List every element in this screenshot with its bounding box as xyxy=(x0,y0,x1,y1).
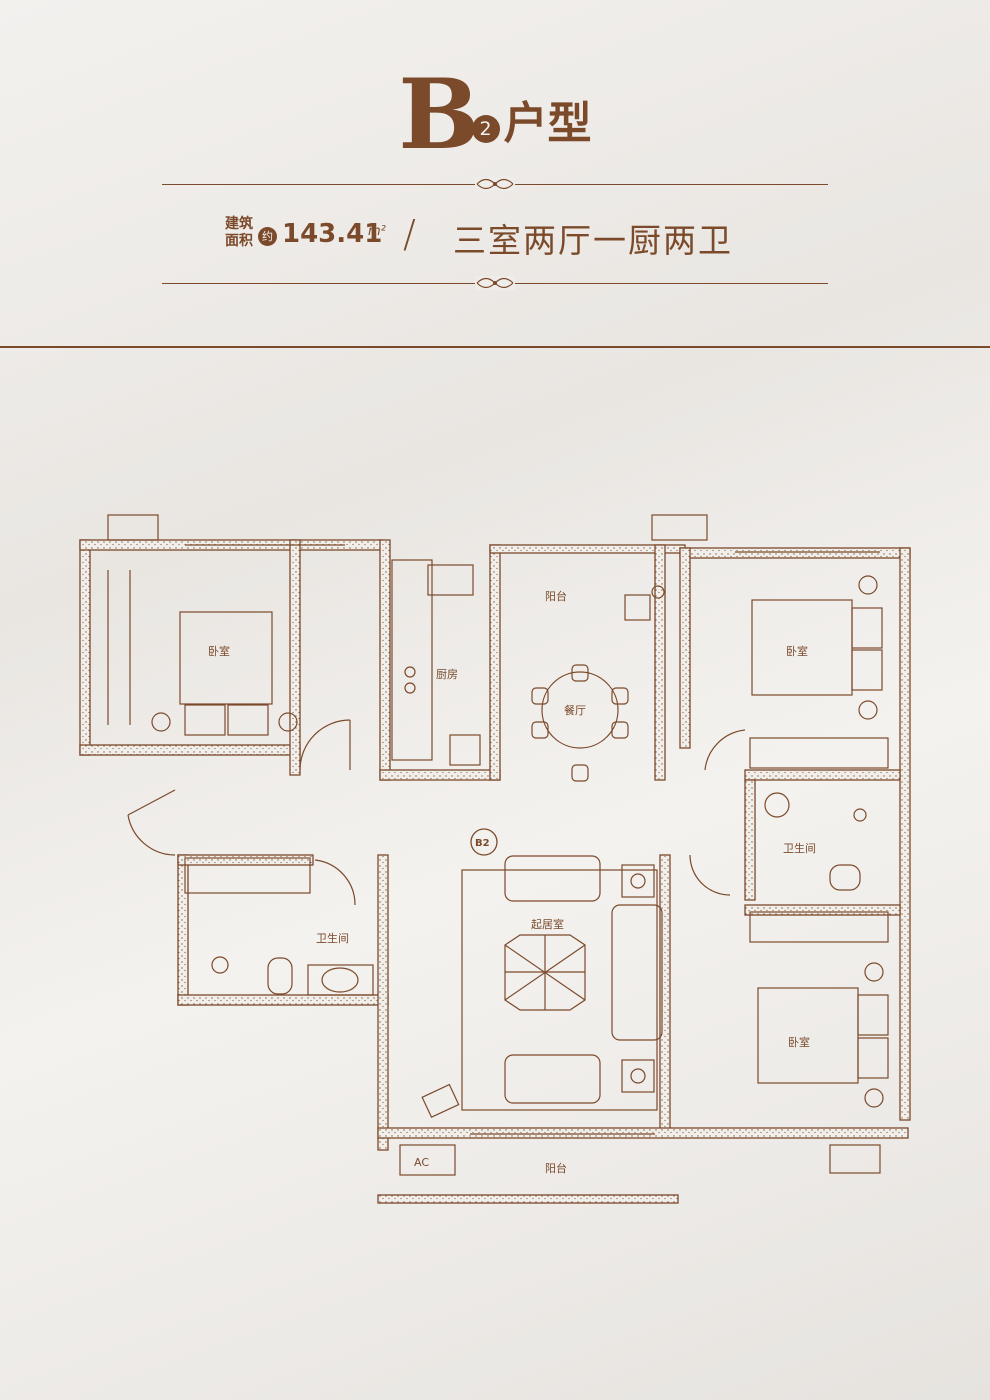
room-living: 起居室 xyxy=(531,917,564,931)
unit-type-letter: B xyxy=(398,58,479,171)
dining-table xyxy=(541,671,619,749)
sofa-right xyxy=(611,904,663,1041)
wall xyxy=(489,544,501,781)
ac-unit-nw xyxy=(107,514,159,541)
wall xyxy=(654,544,666,781)
wall xyxy=(679,547,691,749)
ac-unit-sw xyxy=(399,1144,456,1176)
area-label: 建筑面积 xyxy=(225,216,253,249)
ac-unit-ne xyxy=(651,514,708,541)
ornament-top xyxy=(475,177,515,191)
unit-tag xyxy=(470,828,498,856)
room-bedroom-nw: 卧室 xyxy=(208,644,230,658)
living-rug xyxy=(461,869,658,1111)
sofa-top xyxy=(504,855,601,902)
area-unit: m² xyxy=(368,224,386,239)
wall xyxy=(899,547,911,1121)
wall xyxy=(744,779,756,901)
wall xyxy=(79,539,91,756)
layout-description: 三室两厅一厨两卫 xyxy=(453,221,733,260)
kitchen-counter xyxy=(391,559,433,761)
bed-nw xyxy=(179,611,273,705)
ac-unit-se xyxy=(829,1144,881,1174)
room-balcony-north: 阳台 xyxy=(545,589,567,603)
wall xyxy=(289,539,301,776)
unit-type-suffix: 户型 xyxy=(503,97,592,149)
sofa-bottom xyxy=(504,1054,601,1104)
wall xyxy=(377,854,389,1151)
wall xyxy=(379,769,501,781)
wall xyxy=(744,904,901,916)
wall xyxy=(377,1194,679,1204)
room-bedroom-ne: 卧室 xyxy=(786,644,808,658)
room-balcony-south: 阳台 xyxy=(545,1161,567,1175)
unit-tag-label: B2 xyxy=(475,838,490,849)
room-dining: 餐厅 xyxy=(564,703,586,717)
wall xyxy=(177,994,389,1006)
area-slash: / xyxy=(403,212,416,256)
room-bath-west: 卫生间 xyxy=(316,931,349,945)
wall xyxy=(379,539,391,781)
wall xyxy=(177,854,314,866)
wall xyxy=(177,854,189,1006)
unit-type-number: 2 xyxy=(471,114,500,143)
ornament-bottom xyxy=(475,276,515,290)
wall xyxy=(377,1127,909,1139)
ac-label: AC xyxy=(414,1156,429,1169)
wall xyxy=(679,547,911,559)
room-bath-east: 卫生间 xyxy=(783,841,816,855)
area-approx-badge: 约 xyxy=(258,227,277,246)
wall xyxy=(79,744,301,756)
unit-summary: 建筑面积 约 143.41 m² / 三室两厅一厨两卫 xyxy=(225,210,785,260)
area-value: 143.41 xyxy=(282,219,383,249)
room-bedroom-se: 卧室 xyxy=(788,1035,810,1049)
room-kitchen: 厨房 xyxy=(436,668,458,681)
section-divider xyxy=(0,346,990,348)
wall xyxy=(744,769,901,781)
